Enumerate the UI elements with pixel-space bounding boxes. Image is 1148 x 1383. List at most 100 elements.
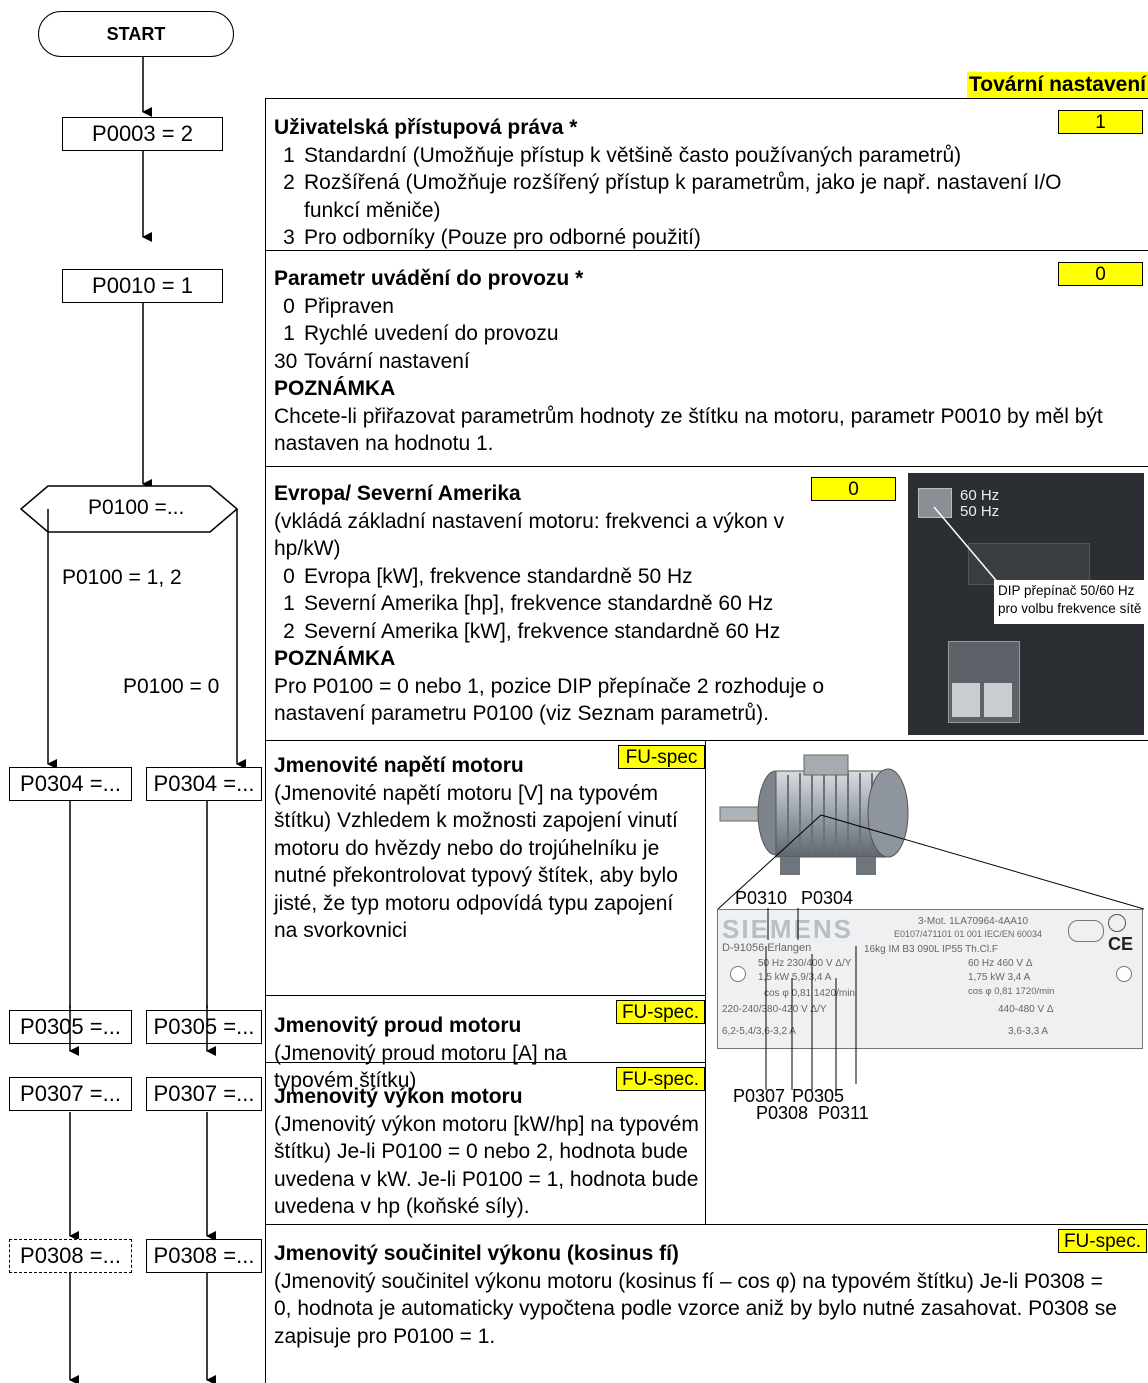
row-divider <box>265 98 1148 99</box>
p0100-note: Pro P0100 = 0 nebo 1, pozice DIP přepína… <box>274 674 825 726</box>
option-text: Tovární nastavení <box>304 349 470 373</box>
p0100-title: Evropa/ Severní Amerika <box>274 482 521 505</box>
eff-logo <box>1068 920 1104 942</box>
flowchart-connectors <box>19 57 246 1383</box>
row-divider <box>265 1224 1148 1225</box>
nameplate-callouts <box>765 908 857 1090</box>
p0304-title: Jmenovité napětí motoru <box>274 754 524 777</box>
branch-label-0: P0100 = 0 <box>123 675 220 698</box>
flow-box-p0305-left: P0305 =... <box>9 1010 132 1044</box>
p0100-option: 0 Evropa [kW], frekvence standardně 50 Hz <box>274 563 904 591</box>
p0100-note-heading: POZNÁMKA <box>274 647 396 670</box>
p0010-note: Chcete-li přiřazovat parametrům hodnoty … <box>274 404 1103 456</box>
option-text: Rychlé uvedení do provozu <box>304 322 559 345</box>
option-number: 3 <box>283 226 295 249</box>
terminal-connector <box>984 683 1012 717</box>
p0010-option: 1 Rychlé uvedení do provozu <box>274 320 1144 348</box>
nameplate-tag-p0310: P0310 <box>735 888 788 908</box>
nameplate-tag-p0308: P0308 <box>756 1103 809 1123</box>
p0307-title: Jmenovitý výkon motoru <box>274 1085 523 1108</box>
p0003-option: 3 Pro odborníky (Pouze pro odborné použit… <box>274 224 1144 252</box>
row-p0100: Evropa/ Severní Amerika (vkládá základní… <box>274 480 904 728</box>
option-text: Standardní (Umožňuje přístup k většině č… <box>304 143 962 167</box>
p0003-option: 1 Standardní (Umožňuje přístup k většině … <box>274 142 1144 170</box>
option-number: 2 <box>283 171 295 194</box>
p0003-title: Uživatelská přístupová práva * <box>274 116 578 139</box>
p0010-title: Parametr uvádění do provozu * <box>274 267 584 290</box>
fu-spec-badge-p0307: FU-spec. <box>616 1067 705 1091</box>
flow-label-p0010: P0010 = 1 <box>92 273 193 298</box>
row-divider <box>265 995 705 996</box>
fu-spec-badge-p0305: FU-spec. <box>616 1000 705 1024</box>
mounting-hole <box>730 966 746 982</box>
flow-label-p0003: P0003 = 2 <box>92 121 193 146</box>
plate-left-cos: cos φ 0,81 1420/min <box>764 988 855 999</box>
plate-right-amps: 3,6-3,3 A <box>1008 1026 1049 1037</box>
dip-pointer-line <box>933 506 1001 586</box>
dip-switch-50hz-label: 50 Hz <box>960 503 1000 520</box>
option-number: 1 <box>283 322 295 345</box>
row-divider <box>265 740 1148 741</box>
row-divider <box>265 250 1148 251</box>
option-number: 0 <box>283 294 295 318</box>
option-number: 30 <box>274 349 298 373</box>
plate-right-60hz: 60 Hz 460 V Δ <box>968 958 1033 969</box>
option-number: 1 <box>283 592 295 615</box>
option-text: Připraven <box>304 294 394 318</box>
p0100-description: (vkládá základní nastavení motoru: frekv… <box>274 509 785 561</box>
start-terminal: START <box>38 11 234 57</box>
nameplate-tag-p0304: P0304 <box>801 888 854 908</box>
terminal-connector <box>952 683 980 717</box>
p0304-text: (Jmenovité napětí motoru [V] na typovém … <box>274 781 678 943</box>
p0305-title: Jmenovitý proud motoru <box>274 1014 522 1037</box>
flow-label-p0304-left: P0304 =... <box>20 771 121 796</box>
row-divider <box>265 1062 705 1063</box>
dip-switch-60hz-label: 60 Hz <box>960 487 1000 504</box>
dip-caption-line-2: pro volbu frekvence sítě <box>998 601 1142 616</box>
row-p0305: Jmenovitý proud motoru (Jmenovitý proud … <box>274 1012 704 1095</box>
flow-box-p0307-right: P0307 =... <box>146 1077 262 1111</box>
flow-box-p0305-right: P0305 =... <box>146 1010 262 1044</box>
default-badge-p0010: 0 <box>1058 262 1143 286</box>
row-p0308: Jmenovitý součinitel výkonu (kosinus fí)… <box>274 1240 1144 1350</box>
p0010-note-heading: POZNÁMKA <box>274 377 396 400</box>
p0305-text: (Jmenovitý proud motoru [A] na typovém š… <box>274 1041 567 1093</box>
dip-switch-photo: 60 Hz 50 Hz DIP přepínač 50/60 Hz pro vo… <box>908 473 1144 735</box>
flow-label-p0305-right: P0305 =... <box>153 1014 255 1039</box>
fu-spec-badge-p0308: FU-spec. <box>1058 1229 1147 1253</box>
p0010-option: 0 Připraven <box>274 293 1144 321</box>
fu-spec-badge-p0304: FU-spec <box>618 745 705 769</box>
p0308-title: Jmenovitý součinitel výkonu (kosinus fí) <box>274 1242 679 1265</box>
option-text: Pro odborníky (Pouze pro odborné použití… <box>304 226 701 249</box>
option-number: 0 <box>283 564 295 588</box>
plate-left-amps: 6,2-5,4/3,6-3,2 A <box>722 1026 796 1037</box>
option-text: Severní Amerika [hp], frekvence standard… <box>304 592 774 615</box>
p0308-text: (Jmenovitý součinitel výkonu motoru (kos… <box>274 1269 1117 1348</box>
default-badge-p0100: 0 <box>811 477 896 501</box>
nameplate-tag-p0305: P0305 <box>792 1086 845 1106</box>
dip-switch-block <box>918 488 952 518</box>
row-p0003: Uživatelská přístupová práva * 1 Standard… <box>274 114 1144 252</box>
branch-label-1-2: P0100 = 1, 2 <box>62 566 182 589</box>
ce-mark: CE <box>1108 934 1134 954</box>
plate-line-2: E0107/471101 01 001 IEC/EN 60034 <box>894 929 1042 939</box>
row-p0307: Jmenovitý výkon motoru (Jmenovitý výkon … <box>274 1083 704 1221</box>
flow-label-p0308-right: P0308 =... <box>153 1243 255 1268</box>
plate-line-4: 16kg IM B3 090L IP55 Th.Cl.F <box>864 944 998 955</box>
option-text: Evropa [kW], frekvence standardně 50 Hz <box>304 564 693 588</box>
flow-box-p0304-right: P0304 =... <box>146 767 262 801</box>
flow-label-p0305-left: P0305 =... <box>20 1014 121 1039</box>
plate-left-kw: 1,5 kW 5,9/3,4 A <box>758 972 832 983</box>
flow-box-p0308-left: P0308 =... <box>9 1239 132 1273</box>
option-number: 1 <box>283 143 295 167</box>
plate-line-1: 3-Mot. 1LA70964-4AA10 <box>918 916 1029 927</box>
plate-line-3: D-91056 Erlangen <box>722 942 812 954</box>
plate-left-range: 220-240/380-420 V Δ/Y <box>722 1004 827 1015</box>
terminal-block <box>968 543 1090 585</box>
start-label: START <box>106 23 166 44</box>
flow-box-p0010: P0010 = 1 <box>62 269 223 303</box>
